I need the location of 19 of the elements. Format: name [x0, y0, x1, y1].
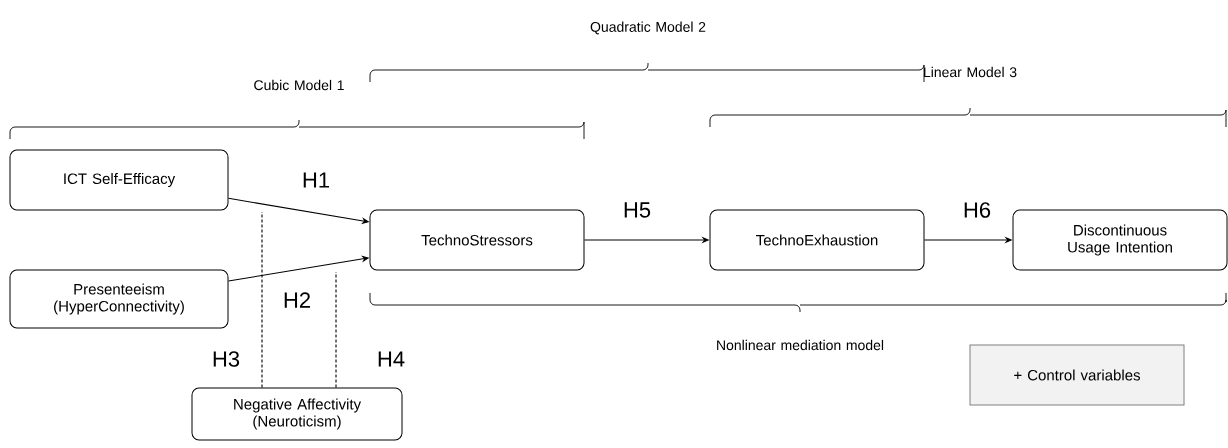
process-box: TechnoExhaustion [709, 209, 925, 271]
dashed-line [335, 271, 337, 389]
process-box: TechnoStressors [369, 209, 585, 271]
process-box: Discontinuous Usage Intention [1012, 209, 1228, 271]
model-label: Cubic Model 1 [254, 79, 344, 91]
edge-label: H2 [284, 292, 310, 308]
edge-label: H1 [303, 172, 329, 188]
model-label: Linear Model 3 [924, 66, 1017, 78]
note-box: + Control variables [969, 344, 1185, 406]
edge-label: H3 [213, 351, 240, 367]
edge-label: H5 [624, 202, 651, 218]
dashed-line [261, 211, 263, 389]
process-box: Negative Affectivity (Neuroticism) [191, 387, 403, 441]
edge-label: H6 [964, 202, 991, 218]
edge-label: H4 [378, 351, 405, 367]
process-box: Presenteeism (HyperConnectivity) [9, 269, 229, 329]
process-box: ICT Self-Efficacy [9, 149, 229, 211]
model-label: Nonlinear mediation model [717, 339, 884, 351]
model-label: Quadratic Model 2 [590, 21, 706, 35]
